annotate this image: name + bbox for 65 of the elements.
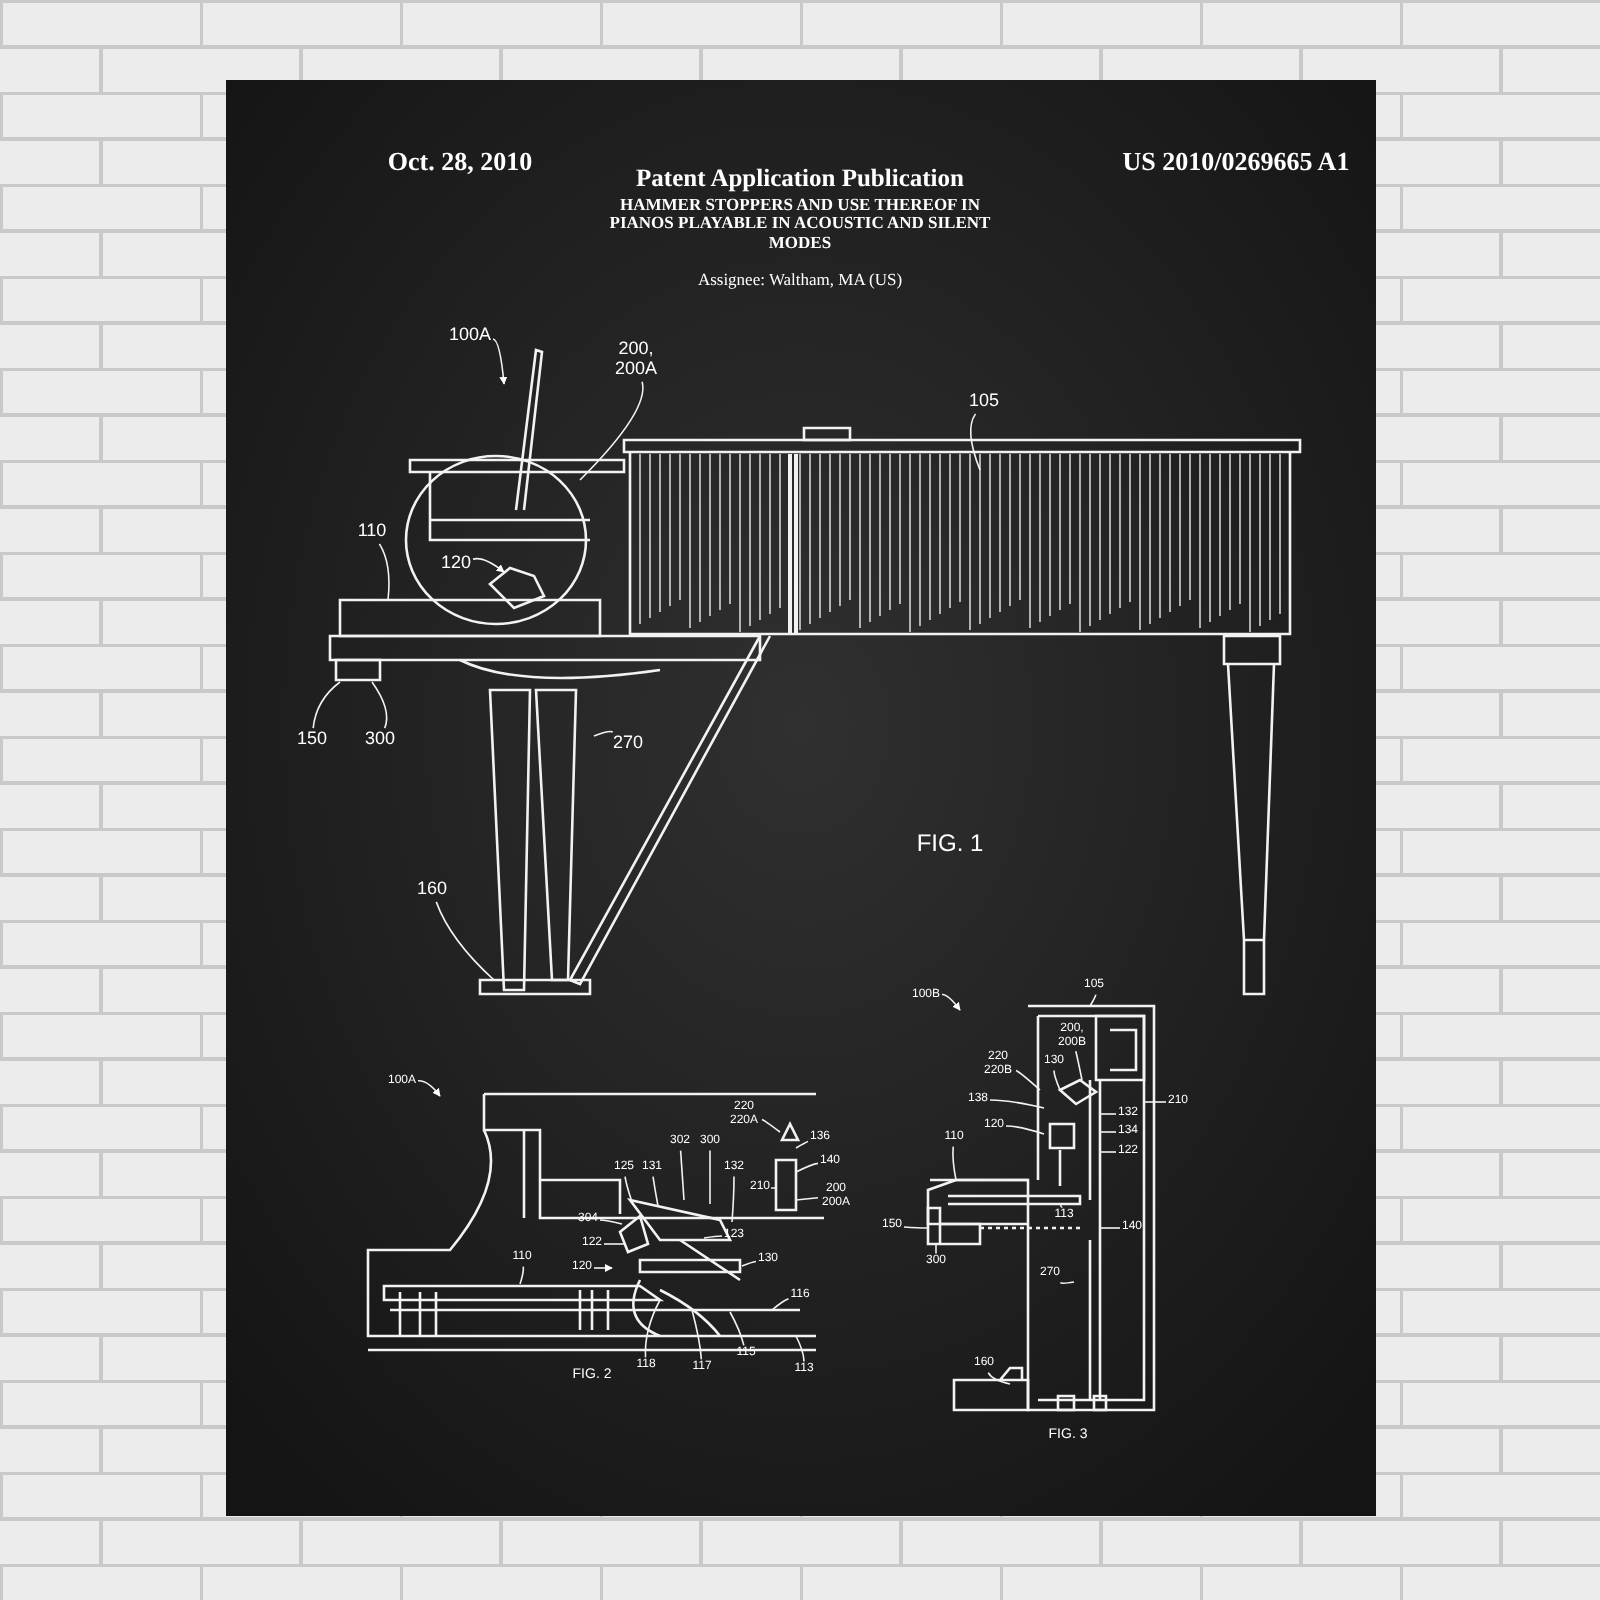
arrow bbox=[417, 1079, 441, 1097]
leader-line bbox=[935, 1243, 937, 1255]
callout-number: 200, 200A bbox=[606, 340, 666, 380]
leader-line bbox=[435, 901, 495, 981]
leader-line bbox=[599, 1219, 623, 1225]
arrow bbox=[492, 338, 508, 385]
leader-line bbox=[761, 1118, 781, 1133]
assignee-line: Assignee: Waltham, MA (US) bbox=[697, 270, 903, 290]
leader-line bbox=[1075, 1050, 1083, 1081]
leader-line bbox=[989, 1099, 1045, 1109]
leader-line bbox=[1143, 1101, 1167, 1103]
callout-number: 110 bbox=[357, 522, 387, 542]
leader-line bbox=[1089, 993, 1097, 1007]
leader-line bbox=[593, 730, 614, 737]
leader-line bbox=[729, 1311, 745, 1347]
leader-line bbox=[709, 1149, 711, 1205]
leader-line bbox=[679, 1149, 685, 1201]
arrow bbox=[941, 993, 961, 1011]
leader-line bbox=[603, 1243, 625, 1245]
leader-line bbox=[1059, 1203, 1063, 1209]
leader-line bbox=[795, 1335, 805, 1363]
upright-piano-drawing bbox=[926, 1004, 1156, 1412]
leader-line bbox=[312, 681, 341, 729]
leader-line bbox=[1005, 1125, 1045, 1135]
leader-line bbox=[691, 1309, 703, 1361]
callout-number: 105 bbox=[968, 392, 1000, 412]
leader-line bbox=[371, 681, 388, 729]
leader-line bbox=[519, 1265, 525, 1285]
callout-number: 120 bbox=[440, 554, 472, 574]
leader-line bbox=[644, 1299, 661, 1359]
callout-number: 270 bbox=[612, 734, 644, 754]
leader-line bbox=[1099, 1113, 1117, 1115]
leader-line bbox=[1099, 1151, 1117, 1153]
leader-line bbox=[731, 1175, 735, 1223]
leader-line bbox=[1099, 1227, 1121, 1229]
callout-number: 160 bbox=[416, 880, 448, 900]
callout-number: 300 bbox=[364, 730, 396, 750]
leader-line bbox=[579, 380, 644, 481]
patent-title: HAMMER STOPPERS AND USE THEREOF IN PIANOS PLAYABLE IN ACOUSTIC AND SILENT MODES bbox=[607, 195, 993, 253]
leader-line bbox=[703, 1235, 723, 1239]
leader-line bbox=[624, 1175, 633, 1203]
leader-line bbox=[969, 413, 981, 471]
publication-date: Oct. 28, 2010 bbox=[387, 147, 533, 177]
figure-label: FIG. 1 bbox=[916, 830, 984, 858]
leader-line bbox=[795, 1197, 819, 1201]
leader-line bbox=[1053, 1069, 1061, 1091]
leader-line bbox=[952, 1145, 957, 1181]
leader-line bbox=[771, 1298, 790, 1311]
leader-line bbox=[1015, 1069, 1041, 1091]
publication-number: US 2010/0269665 A1 bbox=[1122, 147, 1350, 177]
leader-line bbox=[1099, 1131, 1117, 1133]
arrow bbox=[593, 1264, 613, 1272]
leader-line bbox=[770, 1187, 777, 1189]
leader-line bbox=[652, 1175, 659, 1207]
publication-heading: Patent Application Publication bbox=[636, 166, 964, 194]
leader-line bbox=[1059, 1281, 1075, 1284]
leader-line bbox=[378, 543, 390, 601]
callout-number: 150 bbox=[296, 730, 328, 750]
leader-line bbox=[987, 1371, 1011, 1385]
leader-line bbox=[903, 1226, 929, 1229]
callout-number: 100A bbox=[448, 326, 492, 346]
arrow bbox=[472, 557, 505, 573]
leader-line bbox=[795, 1162, 819, 1173]
leader-line bbox=[795, 1140, 809, 1149]
leader-line bbox=[741, 1260, 757, 1267]
